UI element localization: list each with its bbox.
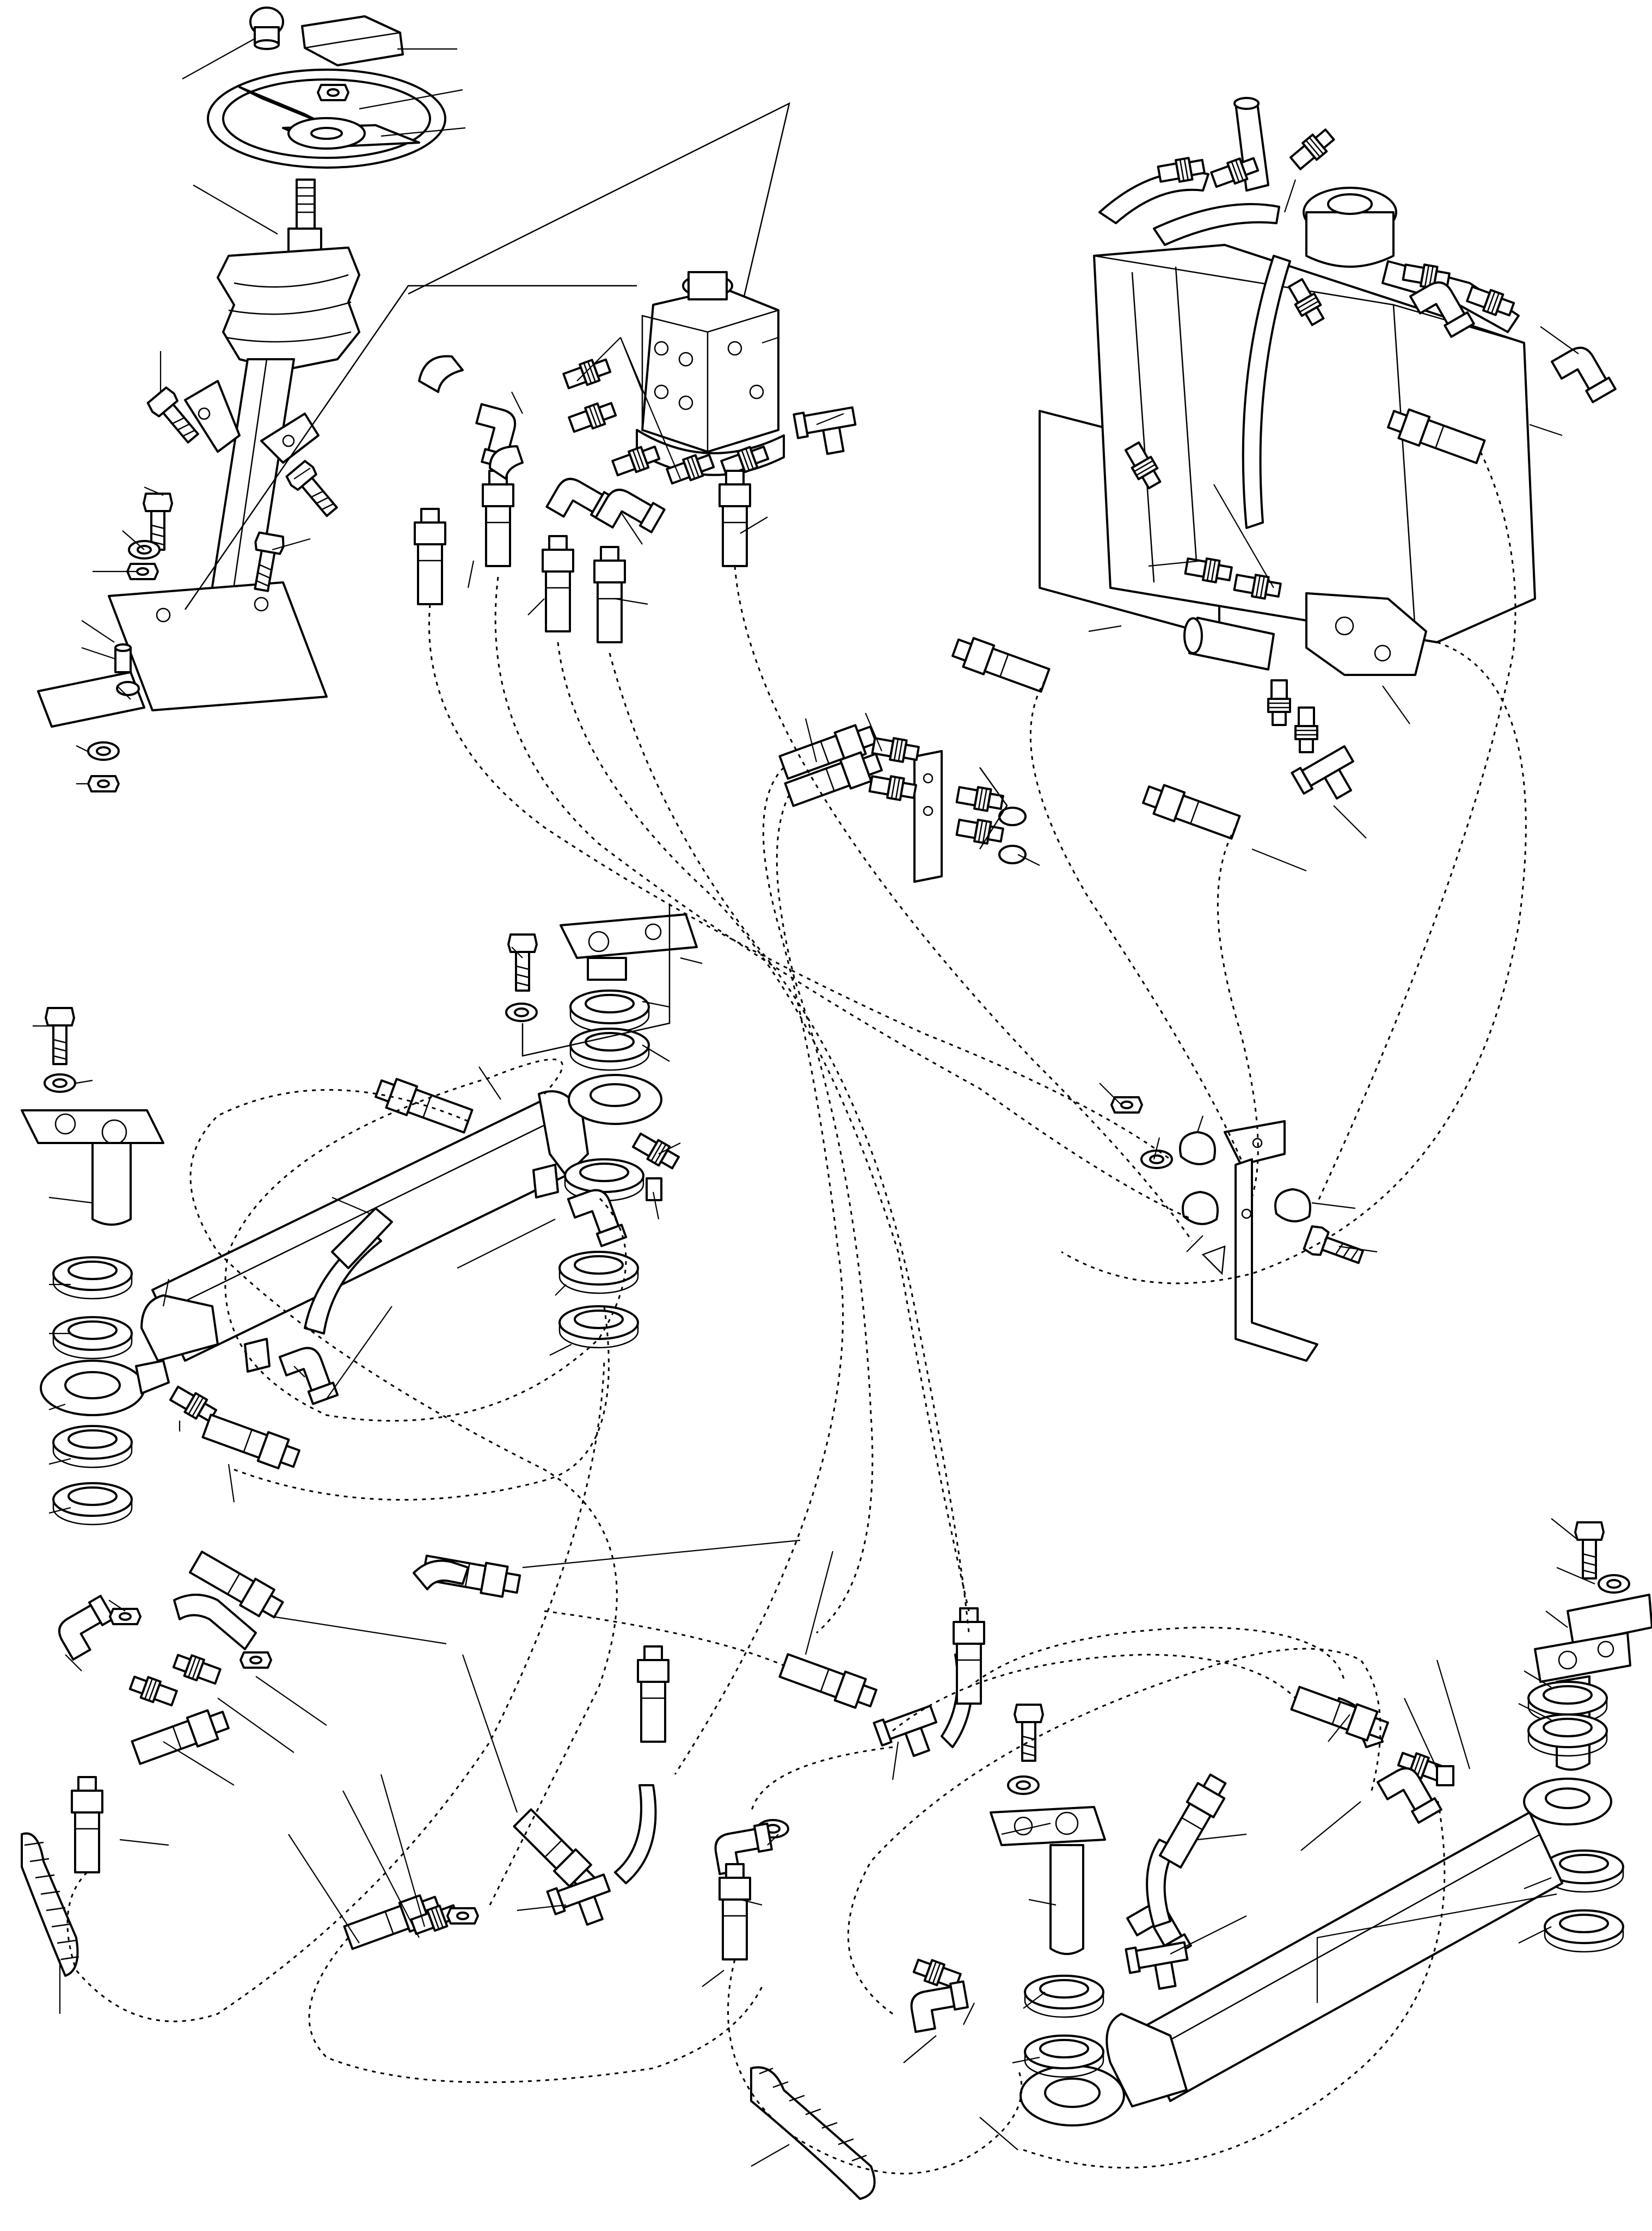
left-seal-ring-3: [52, 1425, 133, 1468]
bulkhead-cap-1: [998, 807, 1027, 826]
valve-adapter-2: [567, 398, 618, 436]
column-bracket: [184, 380, 320, 464]
callout-leader-lines: [33, 38, 1595, 2167]
tank-port-fitting-3: [1267, 679, 1291, 726]
vertical-hose-mid: [614, 1607, 985, 1884]
right-steering-cylinder-group: [711, 1521, 1652, 2200]
column-bolt-2: [284, 458, 344, 522]
left-seal-ring-4: [52, 1482, 133, 1526]
left-bleed-hose-end: [200, 1410, 303, 1474]
left-pin-washer: [44, 1073, 76, 1093]
bulkhead-connector-group: [777, 719, 1027, 883]
valve-adapter-1: [561, 354, 613, 392]
lever-nut: [87, 775, 120, 792]
left-head-ring-2: [558, 1251, 639, 1294]
bulkhead-cap-2: [998, 845, 1027, 864]
left-head-grease-fitting: [630, 1129, 683, 1173]
left-pin-bolt: [45, 1007, 75, 1065]
tank-filter-cartridge: [1183, 617, 1275, 671]
lower-hose-end-2: [71, 1776, 103, 1873]
left-pivot-pin: [21, 1109, 164, 1226]
hose-clip-1: [1179, 1131, 1216, 1165]
lever-washer: [87, 741, 120, 761]
steering-column-group: [37, 7, 446, 792]
lower-fitting-2: [171, 1650, 223, 1688]
valve-tee: [793, 403, 861, 460]
lower-left-fittings-group: [21, 1547, 985, 1977]
hydraulic-tank: [1093, 244, 1536, 643]
spacer-tube: [114, 643, 132, 673]
left-cylinder-hose: [304, 1073, 475, 1335]
right-seal-ring-4: [1544, 1909, 1624, 1953]
center-cap: [301, 15, 404, 66]
clip-washer: [1140, 1150, 1173, 1169]
bulkhead-fitting-3: [955, 783, 1005, 814]
right-pin-washer: [1598, 1574, 1630, 1594]
spiral-guard-right: [750, 2066, 876, 2200]
right-pin-bolt: [1574, 1521, 1605, 1579]
tank-tee: [1291, 742, 1366, 813]
tank-hose-end-2: [949, 632, 1052, 696]
right-cylinder-barrel: [1106, 1811, 1563, 2107]
lower-tee-2: [873, 1701, 946, 1766]
left-seal-ring-2: [52, 1316, 133, 1360]
horn-knob: [249, 7, 284, 50]
tank-pipework: [1098, 125, 1617, 529]
column-reference-box: [184, 285, 637, 610]
clip-bracket-group: [1110, 1096, 1367, 1362]
left-seal-ring-1: [52, 1256, 133, 1300]
left-cylinder-head-eye: [568, 1074, 662, 1125]
right-cyl-tee: [1125, 1938, 1193, 1995]
lower-nut-1: [109, 1608, 142, 1625]
right-cylinder-head-eye: [1523, 1778, 1612, 1826]
bulkhead-block: [913, 750, 943, 883]
angle-bracket: [1224, 1120, 1318, 1362]
valve-elbow-3: [594, 481, 666, 546]
tank-filter-housing: [1303, 187, 1397, 268]
hose-ends-valve: [414, 355, 751, 643]
steering-wheel: [207, 69, 446, 169]
hose-clip-3: [1274, 1188, 1311, 1222]
hose-routing-lines: [66, 451, 1527, 2174]
steering-valve-group: [408, 102, 861, 643]
left-rod-eye: [40, 1360, 170, 1416]
tank-valve-block: [1305, 592, 1427, 676]
tank-hose-end-1: [1139, 779, 1242, 843]
pedal-lever: [37, 671, 145, 728]
lower-hose-end-7: [637, 1645, 670, 1743]
elbow-hose-left: [173, 1559, 469, 1650]
column-boot: [217, 247, 360, 371]
valve-adapter-3: [610, 441, 662, 480]
wheel-nut: [317, 84, 349, 101]
lower-hose-end-1: [130, 1704, 232, 1768]
right-hose-end-small: [718, 1863, 751, 1960]
right-rod-eye: [1020, 2064, 1125, 2126]
steering-valve-body: [636, 271, 785, 476]
lower-hose-end-5: [777, 1650, 880, 1714]
left-head-ring-3: [558, 1305, 639, 1349]
left-steering-cylinder-group: [21, 904, 698, 1526]
right-lower-pivot: [990, 1704, 1106, 2078]
lower-nut-3: [446, 1907, 479, 1925]
right-head-cap: [1436, 1765, 1454, 1786]
left-cyl-elbow-2: [278, 1342, 339, 1410]
upper-pivot-bracket: [505, 904, 698, 1071]
tank-port-fitting-4: [1294, 706, 1318, 753]
hose-clip-2: [1182, 1191, 1219, 1225]
left-head-cap: [646, 1177, 662, 1201]
lower-elbow-1: [51, 1595, 122, 1661]
right-bleed-elbow: [907, 1980, 972, 2033]
left-cyl-elbow-1: [567, 1184, 628, 1252]
bulkhead-fitting-2: [868, 772, 918, 803]
lower-fitting-1: [127, 1671, 179, 1710]
base-plate: [108, 581, 328, 711]
spiral-guard-left: [21, 1832, 79, 1977]
lower-nut-2: [239, 1651, 272, 1669]
hydraulic-tank-group: [949, 97, 1617, 843]
left-cylinder-boss-tubes: [244, 1164, 559, 1373]
right-cylinder-hose: [1146, 1682, 1392, 1928]
